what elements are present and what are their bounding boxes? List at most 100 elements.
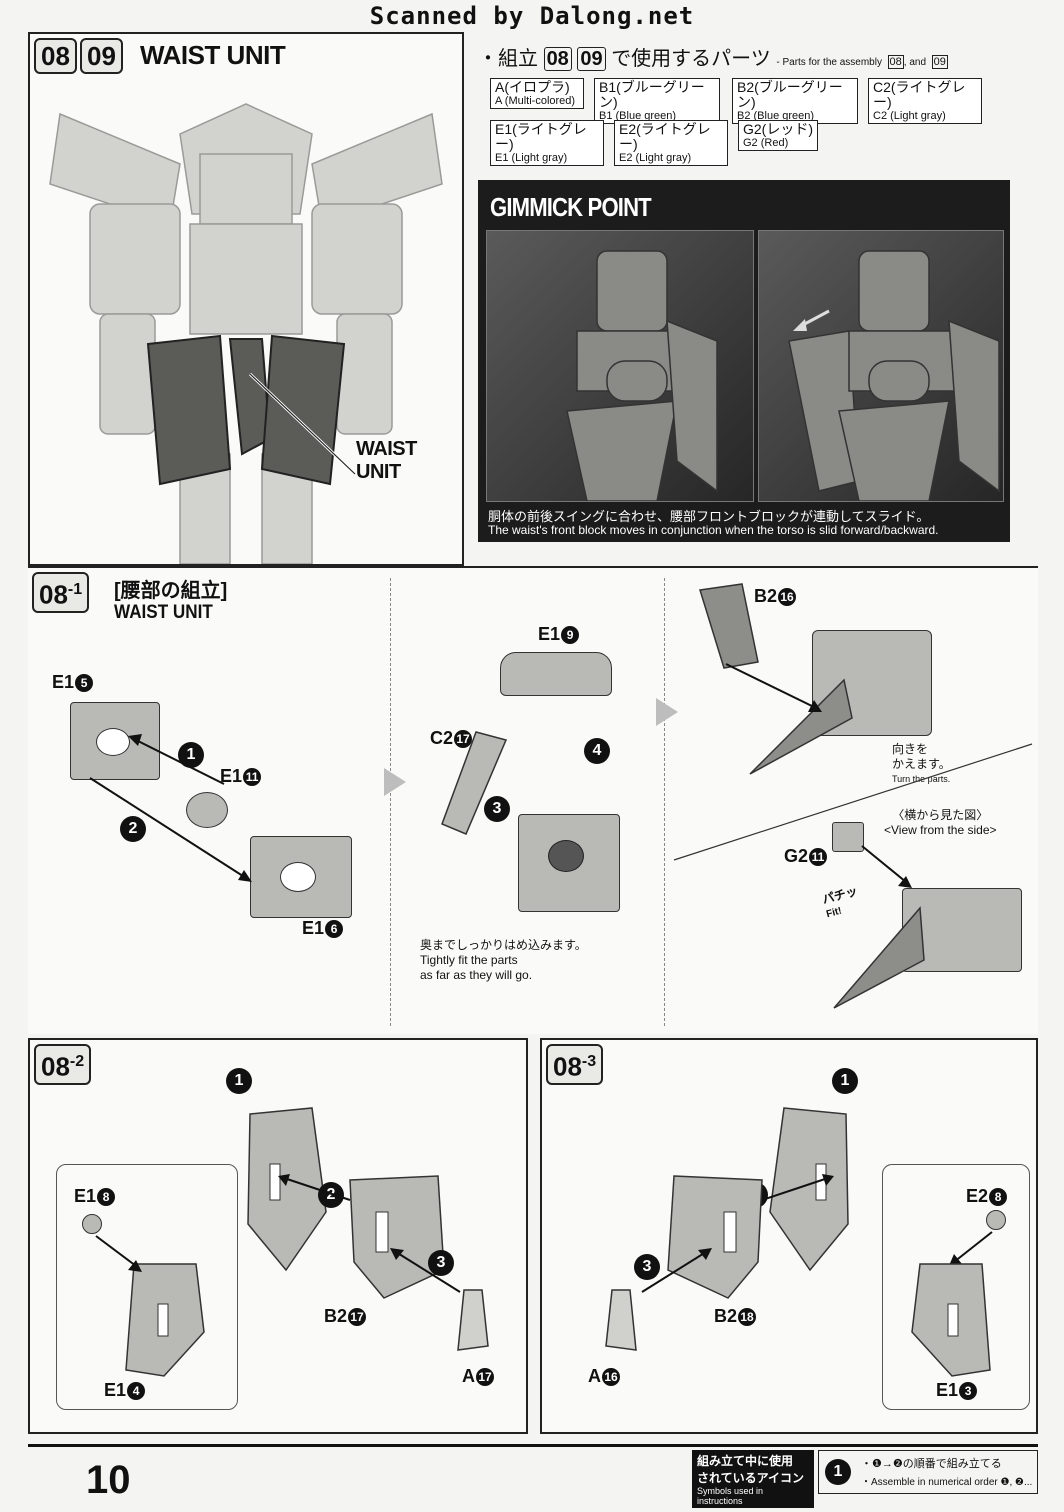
parts-heading-08-ref: 08	[887, 55, 904, 69]
part-a: A(イロプラ) A (Multi-colored)	[490, 78, 584, 109]
divider-diagonal	[673, 743, 1033, 861]
step-number-09: 09	[80, 38, 123, 74]
gimmick-photo-after	[758, 230, 1004, 502]
divider-2	[664, 578, 665, 1026]
page-number: 10	[86, 1458, 131, 1502]
part-b1: B1(ブルーグリーン) B1 (Blue green)	[594, 78, 720, 124]
part-a-16-shape	[605, 1289, 637, 1351]
detail-box-08-3	[882, 1164, 1030, 1410]
gimmick-title: GIMMICK POINT	[490, 192, 652, 222]
step-08-1-title-jp: [腰部の組立]	[114, 580, 228, 602]
part-c2-17-shape	[441, 731, 508, 835]
part-e1-11-shape	[186, 792, 228, 828]
step-circle-3: 3	[484, 796, 510, 822]
parts-heading-jp: で使用するパーツ	[611, 48, 771, 70]
arrow-a-17	[390, 1248, 461, 1293]
arrow-b2-17	[278, 1174, 351, 1201]
part-e1-8-shape	[82, 1214, 102, 1234]
parts-heading-09: 09	[577, 47, 606, 71]
part-g2-11-shape	[832, 822, 864, 852]
step-08-1-title-en: WAIST UNIT	[114, 602, 213, 623]
step-circle-3-082: 3	[428, 1250, 454, 1276]
arrow-a-16	[641, 1248, 712, 1293]
parts-heading-prefix: ・組立	[478, 48, 538, 70]
part-side-view-blade	[833, 906, 925, 1009]
parts-heading-08: 08	[543, 47, 572, 71]
part-b2-16-shape	[699, 583, 759, 669]
flow-arrow-2	[656, 698, 678, 726]
side-view-label: 〈横から見た図〉 <View from the side>	[884, 808, 997, 837]
part-e1-3-shape	[911, 1263, 991, 1377]
step-number-08: 08	[34, 38, 77, 74]
gimmick-caption-en: The waist's front block moves in conjunc…	[488, 523, 939, 537]
detail-box-08-2	[56, 1164, 238, 1410]
part-waist-blade-shape	[749, 678, 853, 775]
scan-credit: Scanned by Dalong.net	[369, 2, 695, 30]
step-number-08-2: 08-2	[34, 1044, 92, 1085]
part-e1-4-large-shape	[247, 1107, 327, 1272]
part-e2: E2(ライトグレー) E2 (Light gray)	[614, 120, 728, 166]
step-circle-1-082: 1	[226, 1068, 252, 1094]
note-turn-parts: 向きを かえます。 Turn the parts.	[892, 742, 951, 784]
part-c2: C2(ライトグレー) C2 (Light gray)	[868, 78, 982, 124]
step-circle-1-083: 1	[832, 1068, 858, 1094]
waist-unit-panel: 08 09 WAIST UNIT WAIST UNIT	[28, 32, 464, 566]
part-b2: B2(ブルーグリーン) B2 (Blue green)	[732, 78, 858, 124]
robot-illustration	[49, 103, 443, 564]
step-circle-4: 4	[584, 738, 610, 764]
parts-heading-en: - Parts for the assembly	[776, 57, 882, 68]
part-e1-6-hole	[280, 862, 316, 892]
arrow-b2-18	[761, 1174, 834, 1201]
icons-legend: 組み立て中に使用 されているアイコン Symbols used in instr…	[692, 1450, 814, 1508]
part-e1-9-shape	[500, 652, 612, 696]
parts-heading-and: , and	[903, 57, 927, 68]
gimmick-photo-before	[486, 230, 754, 502]
part-a-17-shape	[457, 1289, 489, 1351]
part-e1-assembly-hole	[548, 840, 584, 872]
arrow-g2-11	[861, 845, 912, 888]
part-e2-8-shape	[986, 1210, 1006, 1230]
part-e1: E1(ライトグレー) E1 (Light gray)	[490, 120, 604, 166]
arrows-col1	[89, 734, 252, 882]
waist-unit-callout: WAIST UNIT	[356, 438, 417, 483]
parts-list-heading: ・組立 08 09 で使用するパーツ - Parts for the assem…	[478, 42, 1038, 71]
part-e1-5-hole	[96, 728, 130, 756]
part-b2-18-shape	[667, 1175, 763, 1299]
part-e1-4-shape	[125, 1263, 205, 1377]
step-circle-2: 2	[120, 816, 146, 842]
gimmick-caption-jp: 胴体の前後スイングに合わせ、腰部フロントブロックが連動してスライド。	[488, 509, 930, 524]
divider-1	[390, 578, 391, 1026]
arrow-b2-16	[725, 663, 822, 712]
step-circle-3-083: 3	[634, 1254, 660, 1280]
step-number-08-1: 08-1	[32, 572, 90, 613]
note-fit-tightly: 奥までしっかりはめ込みます。 Tightly fit the parts as …	[420, 938, 587, 982]
flow-arrow-1	[384, 768, 406, 796]
gimmick-point-panel: GIMMICK POINT 胴体の前後スイングに合	[478, 180, 1010, 542]
order-icon: 1	[825, 1459, 851, 1485]
order-legend: 1 ・❶→❷の順番で組み立てる ・Assemble in numerical o…	[818, 1450, 1038, 1494]
page-title: WAIST UNIT	[140, 40, 286, 70]
footer-rule	[28, 1444, 1038, 1447]
step-number-08-3: 08-3	[546, 1044, 604, 1085]
parts-heading-09-ref: 09	[931, 55, 948, 69]
arrow-e1-8	[95, 1235, 142, 1272]
part-g2: G2(レッド) G2 (Red)	[738, 120, 818, 151]
